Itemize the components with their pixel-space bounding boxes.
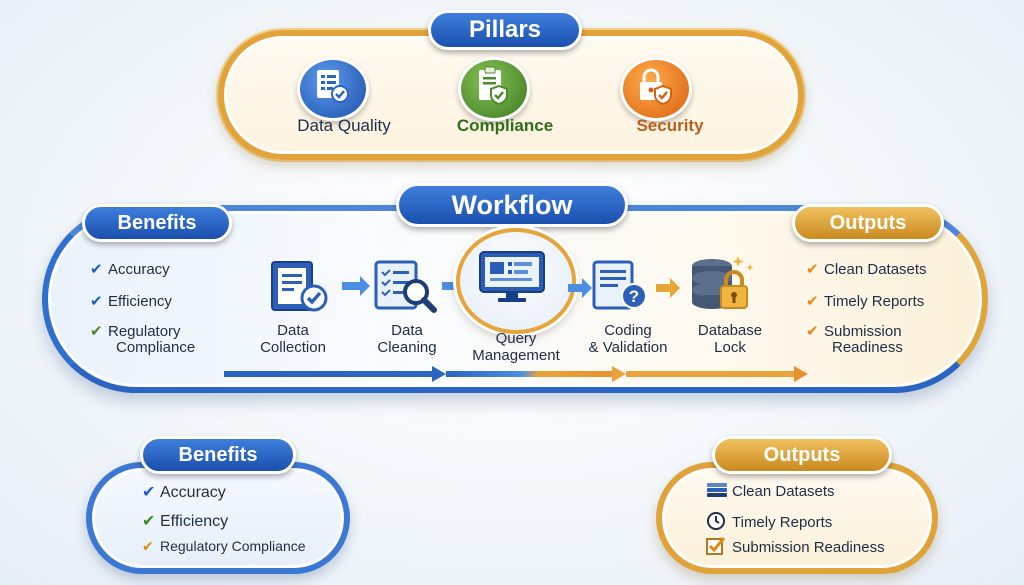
- check-icon: ✔: [806, 261, 819, 278]
- pillar-label-security: Security: [636, 116, 704, 135]
- clipboard-shield-icon: [458, 57, 530, 121]
- output-bottom-submission-readiness: Submission Readiness: [706, 537, 885, 559]
- benefit-bottom-efficiency: ✔Efficiency: [142, 513, 229, 530]
- svg-text:?: ?: [629, 287, 639, 306]
- output-item-clean-datasets: ✔Clean Datasets: [806, 261, 927, 278]
- outputs-top-title: Outputs: [792, 204, 944, 242]
- benefit-item-accuracy: ✔Accuracy: [90, 261, 170, 278]
- document-check-icon: [268, 258, 332, 321]
- progress-arrow: [224, 364, 814, 389]
- pillars-title: Pillars: [428, 10, 582, 50]
- monitor-icon: [476, 248, 548, 311]
- benefit-item-compliance: Compliance: [116, 339, 196, 356]
- pillar-label-compliance: Compliance: [456, 116, 554, 135]
- check-icon: ✔: [806, 323, 819, 340]
- benefits-top-title: Benefits: [82, 204, 232, 242]
- output-item-timely-reports: ✔Timely Reports: [806, 293, 925, 310]
- step-database-lock: Database Lock: [697, 322, 763, 356]
- benefits-bottom-title: Benefits: [140, 436, 296, 474]
- benefit-item-efficiency: ✔Efficiency: [90, 293, 172, 310]
- check-icon: ✔: [90, 261, 103, 278]
- checklist-icon: [297, 57, 369, 121]
- output-item-readiness: Readiness: [832, 339, 903, 356]
- check-icon: ✔: [90, 293, 103, 310]
- workflow-title: Workflow: [396, 183, 628, 227]
- output-item-submission: ✔Submission: [806, 323, 902, 340]
- benefit-bottom-regulatory-compliance: ✔Regulatory Compliance: [142, 538, 306, 554]
- arrow-right-icon: [566, 276, 594, 305]
- benefit-bottom-accuracy: ✔Accuracy: [142, 484, 226, 501]
- clock-icon: [706, 511, 732, 535]
- check-icon: ✔: [142, 513, 156, 530]
- arrow-right-icon: [340, 274, 372, 303]
- step-query-management: Query Management: [472, 330, 560, 364]
- document-question-icon: ?: [590, 258, 654, 321]
- magnifier-checklist-icon: [372, 258, 442, 321]
- check-icon: ✔: [142, 538, 154, 554]
- outputs-bottom-title: Outputs: [712, 436, 892, 474]
- step-coding-validation: Coding & Validation: [588, 322, 668, 356]
- database-lock-icon: [686, 252, 758, 321]
- stack-icon: [706, 482, 732, 502]
- checkbox-icon: [706, 537, 732, 559]
- arrow-right-icon: [654, 276, 682, 305]
- check-icon: ✔: [142, 484, 156, 501]
- check-icon: ✔: [806, 293, 819, 310]
- pillar-label-data-quality: Data Quality: [297, 116, 391, 135]
- lock-shield-icon: [620, 57, 692, 121]
- output-bottom-timely-reports: Timely Reports: [706, 511, 832, 535]
- outputs-bottom-panel: [656, 462, 938, 574]
- step-data-cleaning: Data Cleaning: [377, 322, 437, 356]
- output-bottom-clean-datasets: Clean Datasets: [706, 482, 835, 502]
- benefit-item-regulatory: ✔Regulatory: [90, 323, 181, 340]
- step-data-collection: Data Collection: [260, 322, 326, 356]
- check-icon: ✔: [90, 323, 103, 340]
